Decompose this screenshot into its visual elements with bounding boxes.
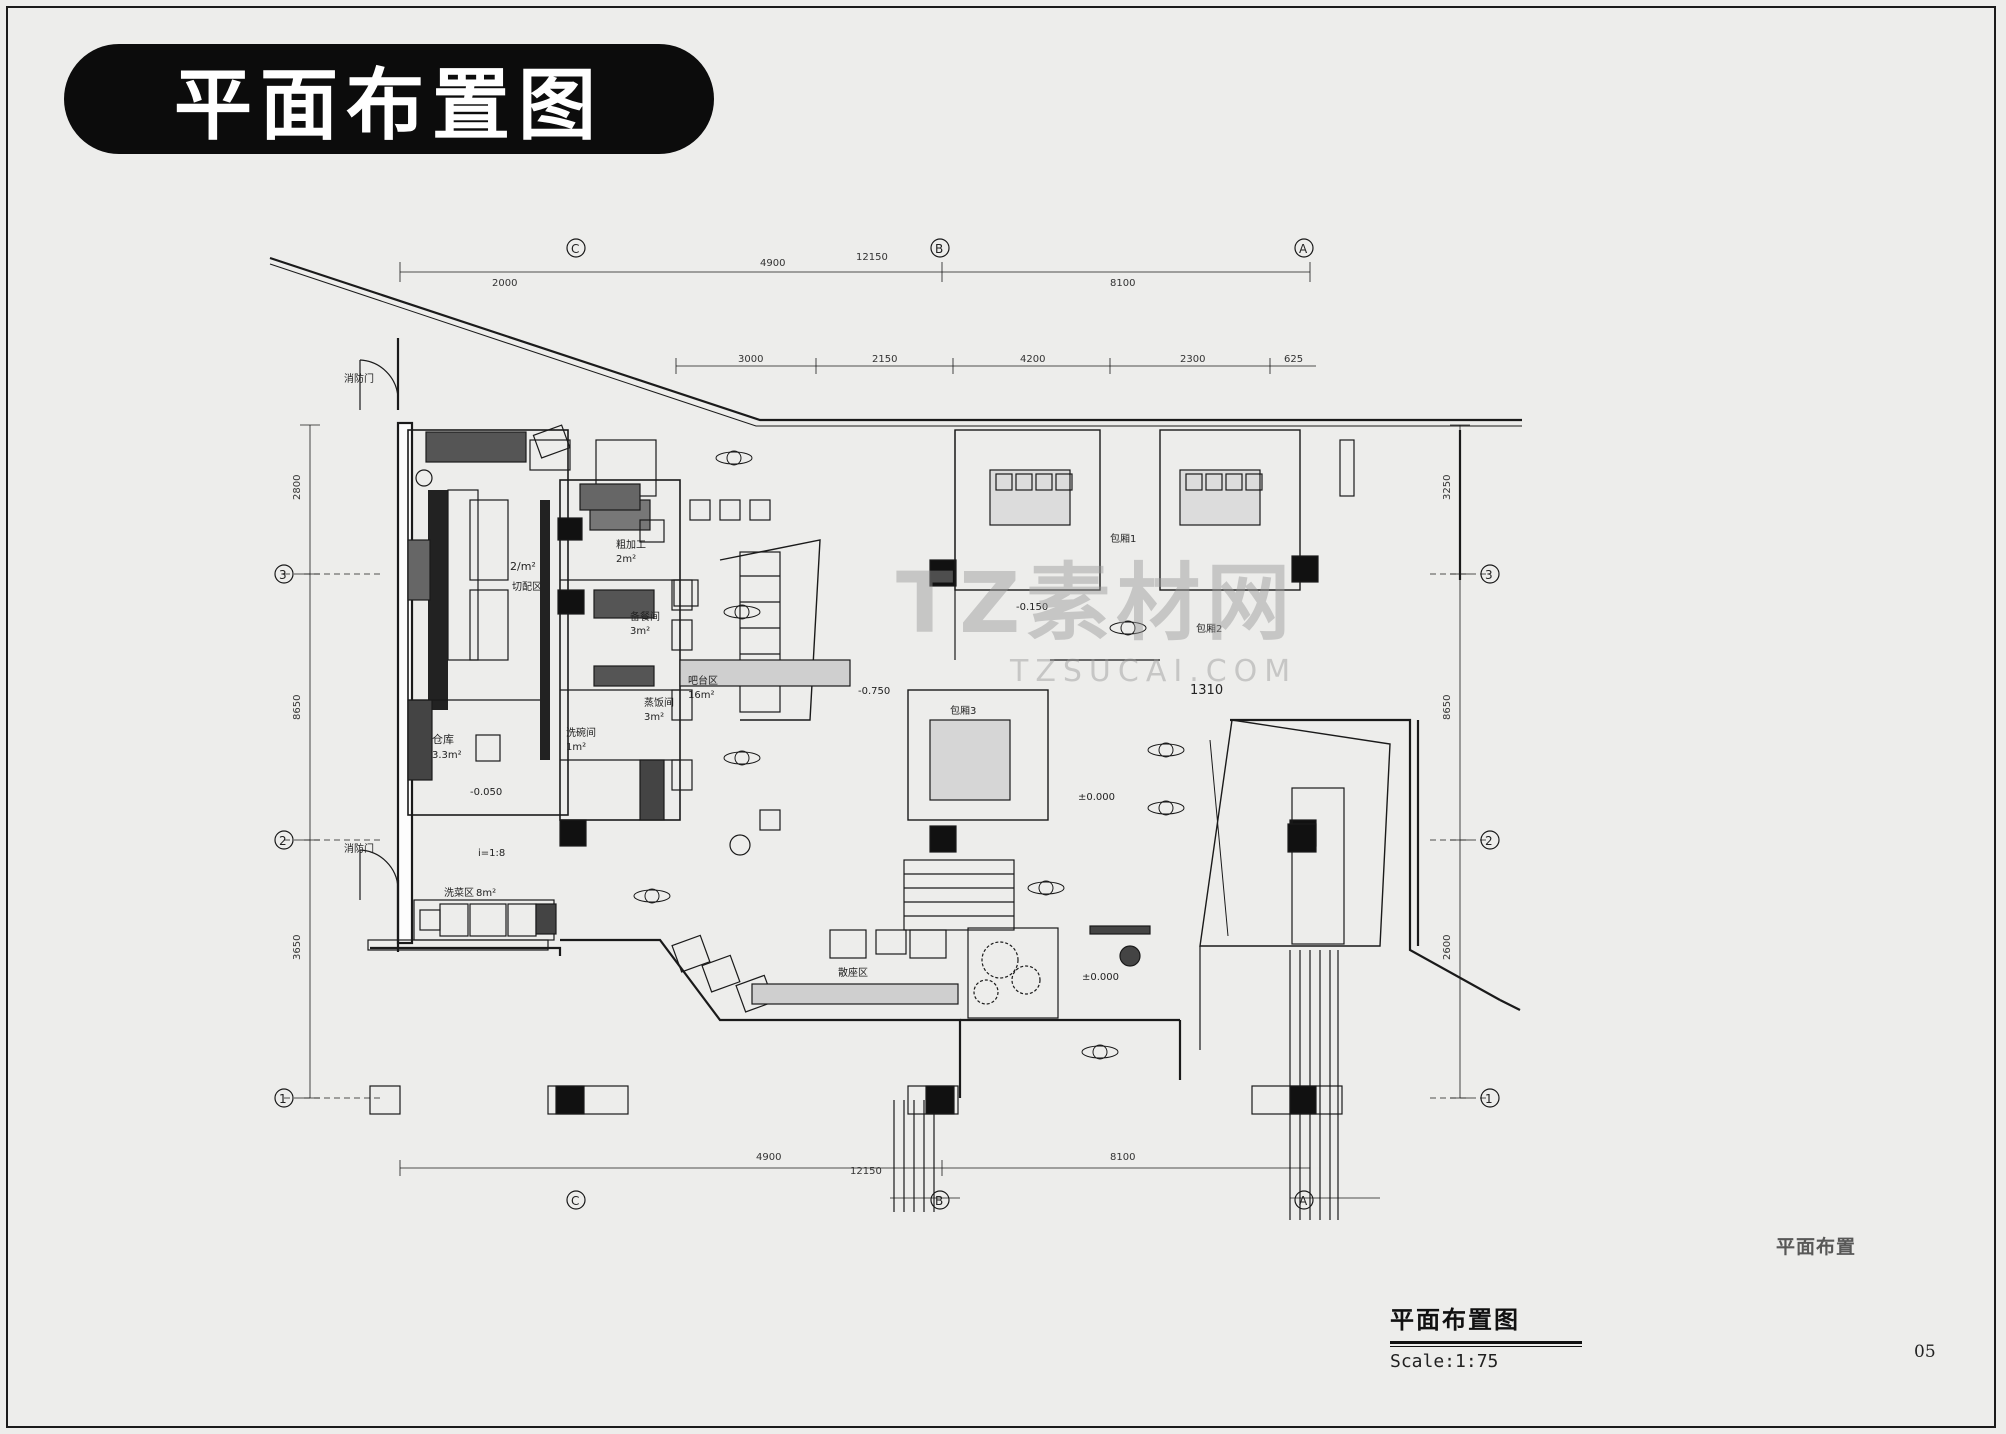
side-dimension-lines	[284, 424, 1490, 1099]
svg-text:3: 3	[1485, 568, 1493, 582]
svg-text:1: 1	[279, 1092, 287, 1106]
title-underline-thick	[1390, 1341, 1582, 1344]
dim-top-seg2: 8100	[1110, 278, 1135, 289]
title-banner: 平面布置图	[64, 44, 714, 154]
room3-area: 3m²	[644, 712, 664, 723]
room1-label: 粗加工	[616, 539, 646, 551]
dim-bottom-seg1: 4900	[756, 1152, 781, 1163]
room-kitchen-sub: 切配区	[512, 581, 542, 593]
small-rooms	[557, 479, 693, 847]
room2-label: 备餐间	[630, 610, 660, 623]
bar-area: 16m²	[688, 690, 714, 701]
svg-text:A: A	[1299, 1194, 1308, 1208]
bottom-stairs	[369, 859, 1015, 1212]
axis-bubble-A-top: A	[1294, 238, 1314, 258]
room-storage-label: 仓库	[432, 732, 454, 746]
level-mid: -0.150	[1016, 602, 1048, 613]
dim-right-seg2: 2600	[1442, 935, 1453, 960]
watermark-url: TZSUCAI.COM	[1010, 654, 1298, 689]
svg-text:C: C	[571, 242, 579, 256]
booth-chairs	[995, 439, 1355, 497]
watermark-logo: TZ素材网	[896, 554, 1297, 652]
svg-text:B: B	[935, 242, 943, 256]
level-bar: -0.750	[858, 686, 890, 697]
entrance-doors	[359, 359, 399, 900]
room4-label: 洗碗间	[566, 726, 596, 739]
wash-area: 8m²	[476, 888, 496, 899]
title-underline-thin	[1390, 1346, 1582, 1347]
svg-text:3: 3	[279, 568, 287, 582]
room4-area: 1m²	[566, 742, 586, 753]
booth1-label: 包厢1	[1110, 532, 1136, 545]
room-kitchen-label: 2/m²	[510, 560, 536, 573]
axis-bubble-A-bottom: A	[1294, 1190, 1314, 1210]
bar-counter	[679, 499, 851, 856]
outer-walls	[269, 256, 1522, 1098]
dim-bottom-seg2: 8100	[1110, 1152, 1135, 1163]
top-dimension-lines	[399, 262, 1316, 374]
axis-bubble-3-left: 3	[274, 564, 294, 584]
wash-label: 洗菜区	[444, 887, 474, 899]
booth3-label: 包厢3	[950, 704, 976, 717]
dim-right-total: 8650	[1442, 695, 1453, 720]
dim-row2-seg3: 4200	[1020, 354, 1045, 365]
svg-text:A: A	[1299, 242, 1308, 256]
entrance-mid-label: 消防门	[344, 842, 374, 855]
ramp-label: i=1:8	[478, 848, 505, 859]
svg-text:2: 2	[1485, 834, 1493, 848]
dim-row2-seg1: 3000	[738, 354, 763, 365]
bar-label: 吧台区	[688, 674, 718, 687]
right-stairs	[1199, 719, 1391, 1220]
dim-top-total: 12150	[856, 252, 888, 263]
people-figures	[633, 450, 1185, 1060]
title-block-title: 平面布置图	[1390, 1306, 1520, 1334]
bottom-dimension-lines	[399, 1160, 1380, 1199]
axis-bubble-1-left: 1	[274, 1088, 294, 1108]
level-entry: ±0.000	[1082, 972, 1119, 983]
drawing-border	[6, 6, 1996, 1428]
title-block-scale: Scale:1:75	[1390, 1351, 1499, 1372]
dim-right-seg1: 3250	[1442, 475, 1453, 500]
corner-stamp: 平面布置	[1776, 1236, 1857, 1258]
dim-top-seg3: 2000	[492, 278, 517, 289]
dim-bottom-total: 12150	[850, 1166, 882, 1177]
booth2-label: 包厢2	[1196, 622, 1222, 635]
axis-bubble-C-top: C	[566, 238, 586, 258]
banner-title: 平面布置图	[173, 61, 604, 151]
level-kitchen: -0.050	[470, 787, 502, 798]
axis-bubble-B-top: B	[930, 238, 950, 258]
dim-row2-seg5: 625	[1284, 354, 1303, 365]
dim-left-seg1: 2800	[292, 475, 303, 500]
svg-text:2: 2	[279, 834, 287, 848]
room3-label: 蒸饭间	[644, 696, 674, 709]
axis-bubble-C-bottom: C	[566, 1190, 586, 1210]
sign-label: 1310	[1190, 683, 1223, 698]
page-number: 05	[1914, 1342, 1936, 1362]
dim-left-total: 8650	[292, 695, 303, 720]
svg-text:1: 1	[1485, 1092, 1493, 1106]
title-block: 平面布置图 Scale:1:75	[1390, 1300, 1582, 1372]
hall-label: 散座区	[838, 966, 868, 979]
dim-left-seg2: 3650	[292, 935, 303, 960]
lounge-seating	[671, 925, 1151, 1019]
room2-area: 3m²	[630, 626, 650, 637]
service-area-top	[532, 424, 699, 607]
entrance-top-label: 消防门	[344, 372, 374, 385]
washing-area	[367, 899, 557, 951]
room-storage-area: 3.3m²	[432, 750, 462, 761]
dim-row2-seg2: 2150	[872, 354, 897, 365]
axis-bubble-2-left: 2	[274, 830, 294, 850]
dim-row2-seg4: 2300	[1180, 354, 1205, 365]
level-hall: ±0.000	[1078, 792, 1115, 803]
room1-area: 2m²	[616, 554, 636, 565]
booths	[907, 429, 1319, 853]
kitchen-block	[407, 429, 571, 816]
dim-top-seg1: 4900	[760, 258, 785, 269]
svg-text:B: B	[935, 1194, 943, 1208]
svg-text:C: C	[571, 1194, 579, 1208]
axis-bubble-B-bottom: B	[930, 1190, 950, 1210]
